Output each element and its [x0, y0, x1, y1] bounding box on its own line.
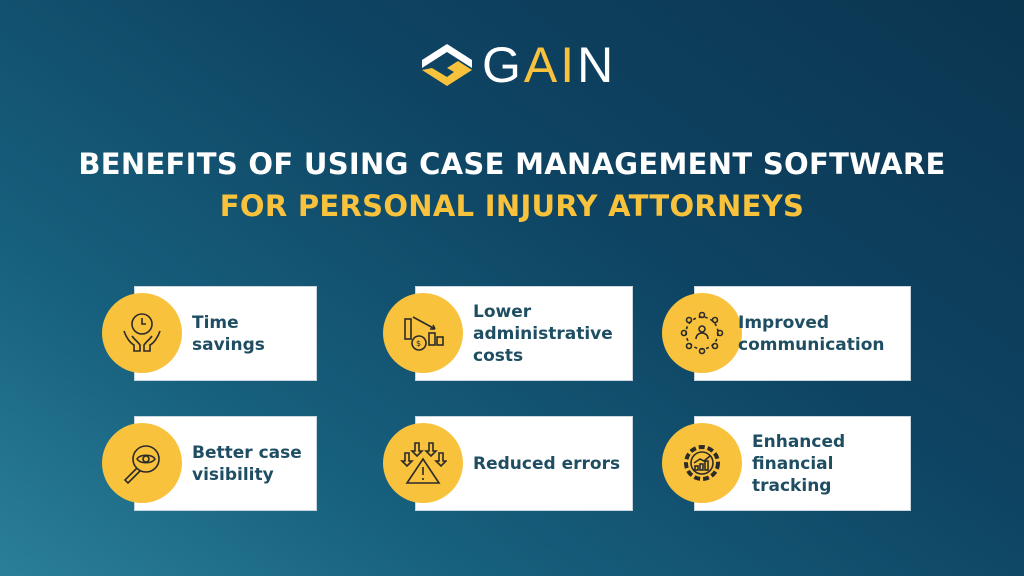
icon-circle: [662, 423, 742, 503]
magnifier-eye-icon: [123, 445, 160, 485]
benefit-card-better-visibility: Better case visibility: [102, 416, 317, 511]
benefit-card-reduced-errors: Reduced errors: [383, 416, 633, 511]
gain-logo: GAIN: [418, 40, 616, 90]
benefit-label: Improved communication: [738, 312, 885, 355]
logo-wordmark: GAIN: [482, 37, 617, 93]
benefit-label: Better case visibility: [192, 442, 302, 485]
title-line-1: BENEFITS OF USING CASE MANAGEMENT SOFTWA…: [78, 147, 946, 181]
warning-arrows-icon: [400, 442, 447, 484]
benefit-label: Time savings: [192, 312, 265, 355]
people-network-icon: [680, 311, 724, 355]
benefit-card-financial-tracking: Enhanced financial tracking: [662, 416, 911, 511]
svg-text:$: $: [416, 339, 421, 348]
clock-in-hands-icon: [123, 313, 161, 352]
icon-circle: [102, 293, 182, 373]
cost-down-chart-icon: $: [404, 316, 444, 351]
icon-circle: [383, 423, 463, 503]
benefit-card-time-savings: Time savings: [102, 286, 317, 381]
benefit-label: Reduced errors: [473, 453, 621, 474]
benefit-card-lower-costs: $ Lower administrative costs: [383, 286, 633, 381]
icon-circle: $: [383, 293, 463, 373]
benefit-card-improved-communication: Improved communication: [662, 286, 911, 381]
icon-circle: [662, 293, 742, 373]
benefit-label: Enhanced financial tracking: [752, 431, 846, 496]
benefit-label: Lower administrative costs: [473, 301, 613, 366]
icon-circle: [102, 423, 182, 503]
gear-chart-icon: [684, 445, 720, 481]
gain-logo-mark-icon: [422, 44, 472, 86]
title-line-2: FOR PERSONAL INJURY ATTORNEYS: [219, 189, 805, 223]
